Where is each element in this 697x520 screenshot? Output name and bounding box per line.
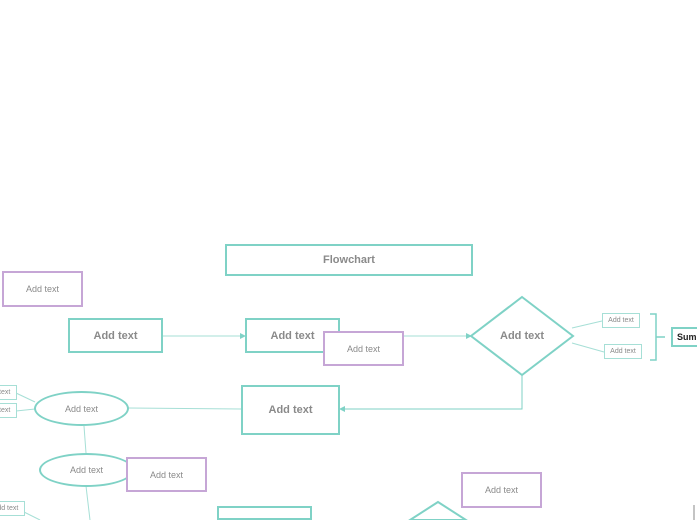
connector-5 [339,375,523,412]
connector-11 [23,511,41,520]
ellipse-node-1[interactable]: Add text [34,391,129,426]
subtopic-5[interactable]: Add text [0,501,25,516]
connector-6 [127,407,242,410]
note-box-4[interactable]: Add text [461,472,542,508]
decision-diamond [469,295,575,377]
connector-9 [83,425,87,454]
connector-4 [571,342,605,353]
process-box-1[interactable]: Add text [68,318,163,353]
decision-label[interactable]: Add text [500,330,544,342]
connector-3 [571,320,603,329]
ellipse-node-2[interactable]: Add text [39,453,134,487]
summary-box[interactable]: Summ [671,327,697,347]
process-box-3[interactable]: Add text [241,385,340,435]
process-box-4[interactable] [217,506,312,520]
summary-bracket [650,313,665,361]
connector-7 [15,392,36,403]
subtopic-2[interactable]: Add text [604,344,642,359]
connector-10 [85,485,91,520]
connector-8 [15,408,36,412]
subtopic-1[interactable]: Add text [602,313,640,328]
flowchart-title[interactable]: Flowchart [225,244,473,276]
decision-diamond-2 [408,500,468,520]
subtopic-3[interactable]: Add text [0,385,17,400]
note-box-2[interactable]: Add text [323,331,404,366]
subtopic-4[interactable]: Add text [0,403,17,418]
note-box-3[interactable]: Add text [126,457,207,492]
note-box-1[interactable]: Add text [2,271,83,307]
